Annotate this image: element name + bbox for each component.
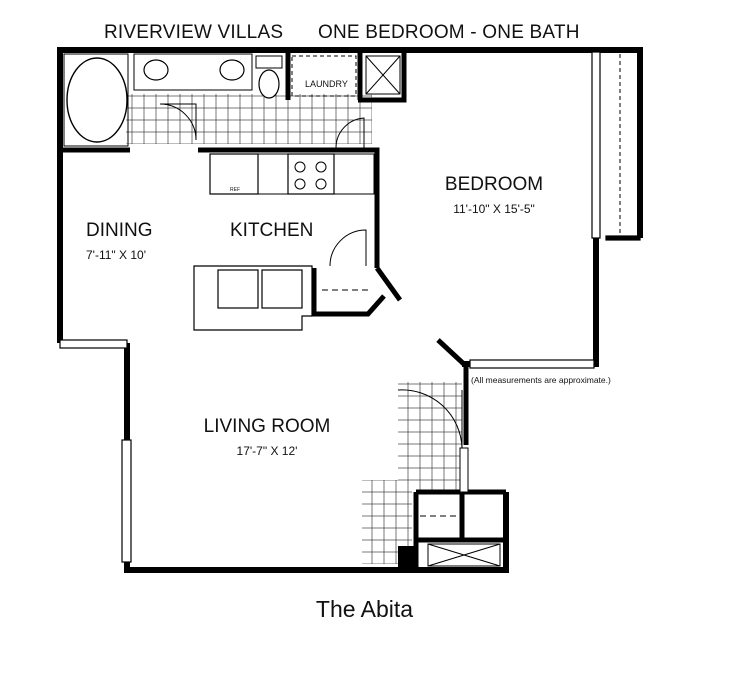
property-name: RIVERVIEW VILLAS (104, 22, 284, 43)
unit-type: ONE BEDROOM - ONE BATH (318, 22, 580, 43)
hall-stub-wall (398, 546, 414, 568)
sink-left (143, 59, 169, 81)
kitchen-sink (217, 269, 259, 309)
living-room-label: LIVING ROOM (203, 416, 331, 437)
bedroom-dimensions: 11'-10" X 15'-5" (453, 202, 535, 216)
bath-door-swing (160, 103, 197, 140)
entry-door-swing (397, 389, 463, 449)
bathtub-frame (63, 53, 129, 147)
living-room-dimensions: 17'-7" X 12' (236, 444, 298, 458)
plan-name: The Abita (315, 596, 414, 622)
laundry-closet (291, 55, 357, 97)
bath-tile-floor (126, 94, 372, 144)
interior-walls (60, 50, 506, 568)
dining-label: DINING (86, 220, 153, 241)
bedroom-label: BEDROOM (444, 174, 544, 195)
pantry-door-arc (329, 229, 367, 267)
laundry-door-arc (335, 117, 365, 149)
hvac-closet (365, 55, 401, 95)
counter-back (257, 153, 375, 195)
windows (59, 51, 641, 563)
sink-right (219, 59, 245, 81)
room-bedroom: BEDROOM 11'-10" X 15'-5" (434, 174, 554, 216)
entry-tile-floor (398, 382, 462, 490)
range (287, 153, 335, 195)
entry-door-jamb (459, 447, 469, 493)
refrigerator-label: REF (230, 187, 240, 193)
dining-dimensions: 7'-11" X 10' (86, 248, 146, 262)
water-heater-closet (427, 543, 501, 567)
kitchen-label: KITCHEN (230, 220, 314, 241)
room-kitchen: KITCHEN (230, 220, 322, 242)
bath-door-arc (159, 103, 197, 141)
room-living: LIVING ROOM 17'-7" X 12' (196, 416, 338, 458)
range-burners (294, 161, 327, 190)
laundry-label: LAUNDRY (305, 79, 348, 89)
bathtub (66, 57, 128, 143)
room-dining: DINING 7'-11" X 10' (86, 220, 184, 262)
toilet-tank (255, 55, 283, 69)
measurement-note: (All measurements are approximate.) (471, 375, 611, 385)
dishwasher (261, 269, 303, 309)
toilet-bowl (258, 69, 280, 99)
